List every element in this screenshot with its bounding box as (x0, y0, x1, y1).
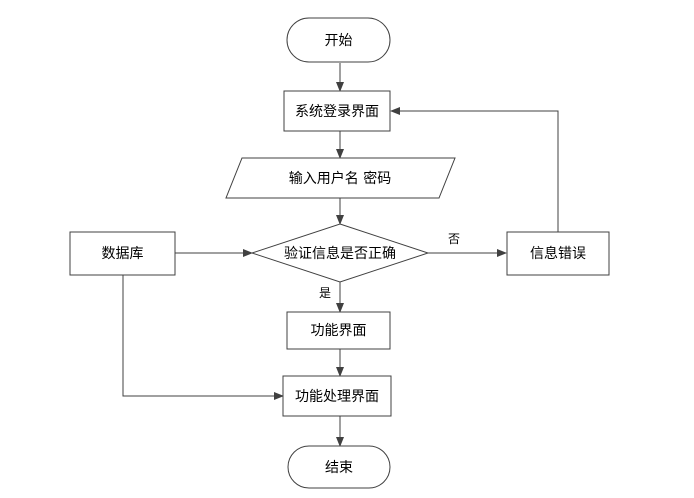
edge-error-login (390, 107, 559, 232)
database-label: 数据库 (102, 246, 144, 262)
end-terminator (287, 445, 391, 489)
edge-label-yes: 是 (319, 286, 331, 300)
end-label: 结束 (325, 460, 353, 476)
input-label: 输入用户名 密码 (289, 170, 391, 187)
process-label: 功能处理界面 (295, 389, 379, 405)
function-box (286, 311, 391, 350)
function-label: 功能界面 (311, 323, 367, 339)
start-terminator (286, 17, 391, 63)
process-box (282, 375, 392, 417)
login-label: 系统登录界面 (295, 104, 379, 120)
error-label: 信息错误 (530, 245, 586, 262)
login-process-box (283, 90, 391, 132)
edge-label-no: 否 (448, 232, 460, 246)
error-box (506, 231, 610, 276)
edge-database-process (122, 275, 284, 400)
verify-decision-diamond (250, 223, 430, 283)
database-box (69, 231, 176, 276)
start-label: 开始 (325, 33, 353, 49)
verify-label: 验证信息是否正确 (284, 245, 396, 262)
input-parallelogram (225, 157, 456, 199)
